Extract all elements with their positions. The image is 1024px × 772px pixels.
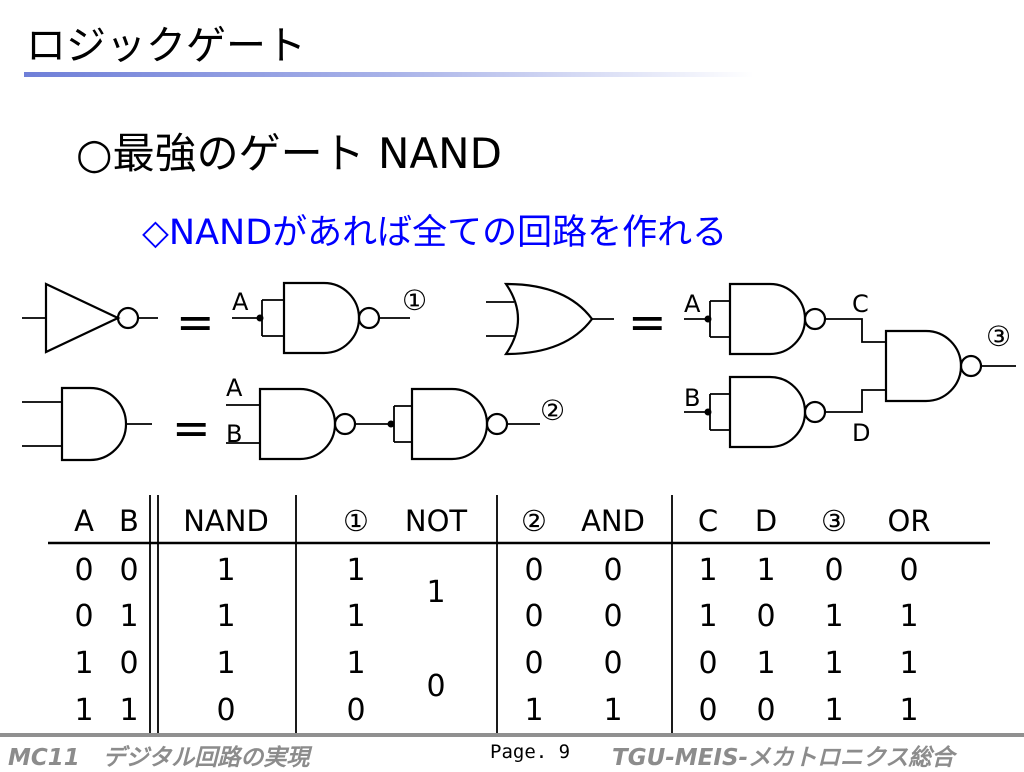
not-input-a-label: A bbox=[232, 288, 249, 316]
table-cell: 1 bbox=[524, 693, 543, 728]
and-gate-symbol bbox=[22, 386, 152, 462]
table-header-cell: D bbox=[755, 504, 777, 538]
table-cell: 1 bbox=[756, 553, 775, 588]
table-cell: 0 bbox=[524, 553, 543, 588]
table-header-cell: ③ bbox=[821, 504, 847, 538]
table-cell: 0 bbox=[74, 553, 93, 588]
table-header-cell: C bbox=[698, 504, 718, 538]
table-cell-not-merged: 1 bbox=[426, 575, 445, 610]
marker-2: ② bbox=[540, 394, 565, 427]
footer-divider bbox=[0, 733, 1024, 737]
marker-1: ① bbox=[402, 284, 427, 317]
equals-sign: = bbox=[172, 401, 211, 455]
table-cell: 0 bbox=[524, 646, 543, 681]
footer-page-number: Page. 9 bbox=[490, 741, 571, 763]
equals-sign: = bbox=[176, 295, 215, 349]
or-signal-c-label: C bbox=[852, 290, 869, 318]
slide-title: ロジックゲート bbox=[26, 23, 306, 69]
table-header-cell: OR bbox=[888, 504, 931, 538]
table-cell: 1 bbox=[346, 599, 365, 634]
table-cell: 0 bbox=[524, 599, 543, 634]
equals-sign: = bbox=[628, 295, 667, 349]
or-input-b-label: B bbox=[684, 384, 700, 412]
table-cell: 1 bbox=[899, 646, 918, 681]
table-cell: 1 bbox=[346, 646, 365, 681]
table-cell: 0 bbox=[698, 646, 717, 681]
footer-course-title: MC11 デジタル回路の実現 bbox=[8, 745, 310, 771]
table-cell: 0 bbox=[603, 599, 622, 634]
table-cell: 0 bbox=[756, 693, 775, 728]
table-header-cell: B bbox=[119, 504, 139, 538]
nand-as-and bbox=[226, 387, 540, 461]
slide-heading: ○最強のゲート NAND bbox=[76, 129, 502, 178]
table-header-cell: NOT bbox=[405, 504, 468, 538]
table-header-cell: A bbox=[74, 504, 94, 538]
table-cell: 1 bbox=[698, 599, 717, 634]
table-cell: 1 bbox=[346, 553, 365, 588]
table-cell: 0 bbox=[756, 599, 775, 634]
table-cell: 0 bbox=[216, 693, 235, 728]
not-gate-symbol bbox=[22, 282, 158, 354]
nand-as-not bbox=[232, 281, 410, 355]
table-cell: 1 bbox=[824, 646, 843, 681]
table-cell: 1 bbox=[603, 693, 622, 728]
table-cell: 0 bbox=[603, 646, 622, 681]
or-input-a-label: A bbox=[684, 290, 701, 318]
nand-gate-diagram: = A ① = A B ② = bbox=[22, 281, 1016, 733]
nand-as-or bbox=[684, 282, 1016, 449]
table-cell: 1 bbox=[824, 693, 843, 728]
table-cell: 0 bbox=[346, 693, 365, 728]
table-cell: 0 bbox=[824, 553, 843, 588]
footer-department: TGU-MEIS-メカトロニクス総合 bbox=[612, 745, 955, 771]
table-cell: 1 bbox=[824, 599, 843, 634]
or-signal-d-label: D bbox=[852, 419, 870, 447]
table-cell: 0 bbox=[603, 553, 622, 588]
slide-subheading: ◇NANDがあれば全ての回路を作れる bbox=[142, 213, 728, 253]
and-input-b-label: B bbox=[226, 420, 242, 448]
table-cell: 1 bbox=[119, 599, 138, 634]
table-cell: 1 bbox=[756, 646, 775, 681]
table-cell: 0 bbox=[119, 646, 138, 681]
table-header-cell: ① bbox=[343, 504, 369, 538]
table-cell: 1 bbox=[74, 646, 93, 681]
table-cell: 1 bbox=[216, 646, 235, 681]
title-underline bbox=[24, 72, 754, 77]
table-cell: 0 bbox=[899, 553, 918, 588]
table-cell: 1 bbox=[899, 599, 918, 634]
or-gate-symbol bbox=[486, 282, 614, 356]
table-header-cell: AND bbox=[581, 504, 645, 538]
table-cell: 1 bbox=[698, 553, 717, 588]
and-input-a-label: A bbox=[226, 374, 243, 402]
table-cell: 0 bbox=[74, 599, 93, 634]
table-header-cell: NAND bbox=[183, 504, 269, 538]
table-cell: 0 bbox=[119, 553, 138, 588]
table-header-cell: ② bbox=[521, 504, 547, 538]
table-cell-not-merged: 0 bbox=[426, 669, 445, 704]
table-cell: 1 bbox=[899, 693, 918, 728]
marker-3: ③ bbox=[986, 320, 1011, 353]
table-cell: 1 bbox=[216, 553, 235, 588]
table-cell: 1 bbox=[74, 693, 93, 728]
table-cell: 1 bbox=[216, 599, 235, 634]
table-cell: 1 bbox=[119, 693, 138, 728]
table-cell: 0 bbox=[698, 693, 717, 728]
